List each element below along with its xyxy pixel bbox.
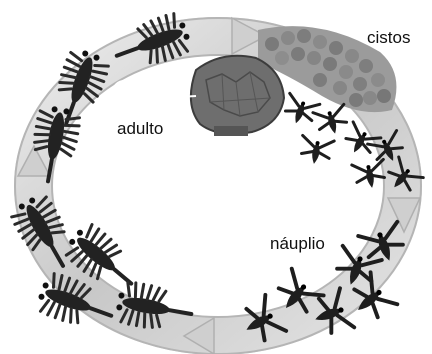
adult-highlight-circle [113,81,135,103]
label-adulto: adulto [117,119,163,139]
label-cistos: cistos [367,28,410,48]
label-nauplio: náuplio [270,234,325,254]
cyst-mass-center [191,56,284,136]
adult-pointer-line [132,96,196,100]
